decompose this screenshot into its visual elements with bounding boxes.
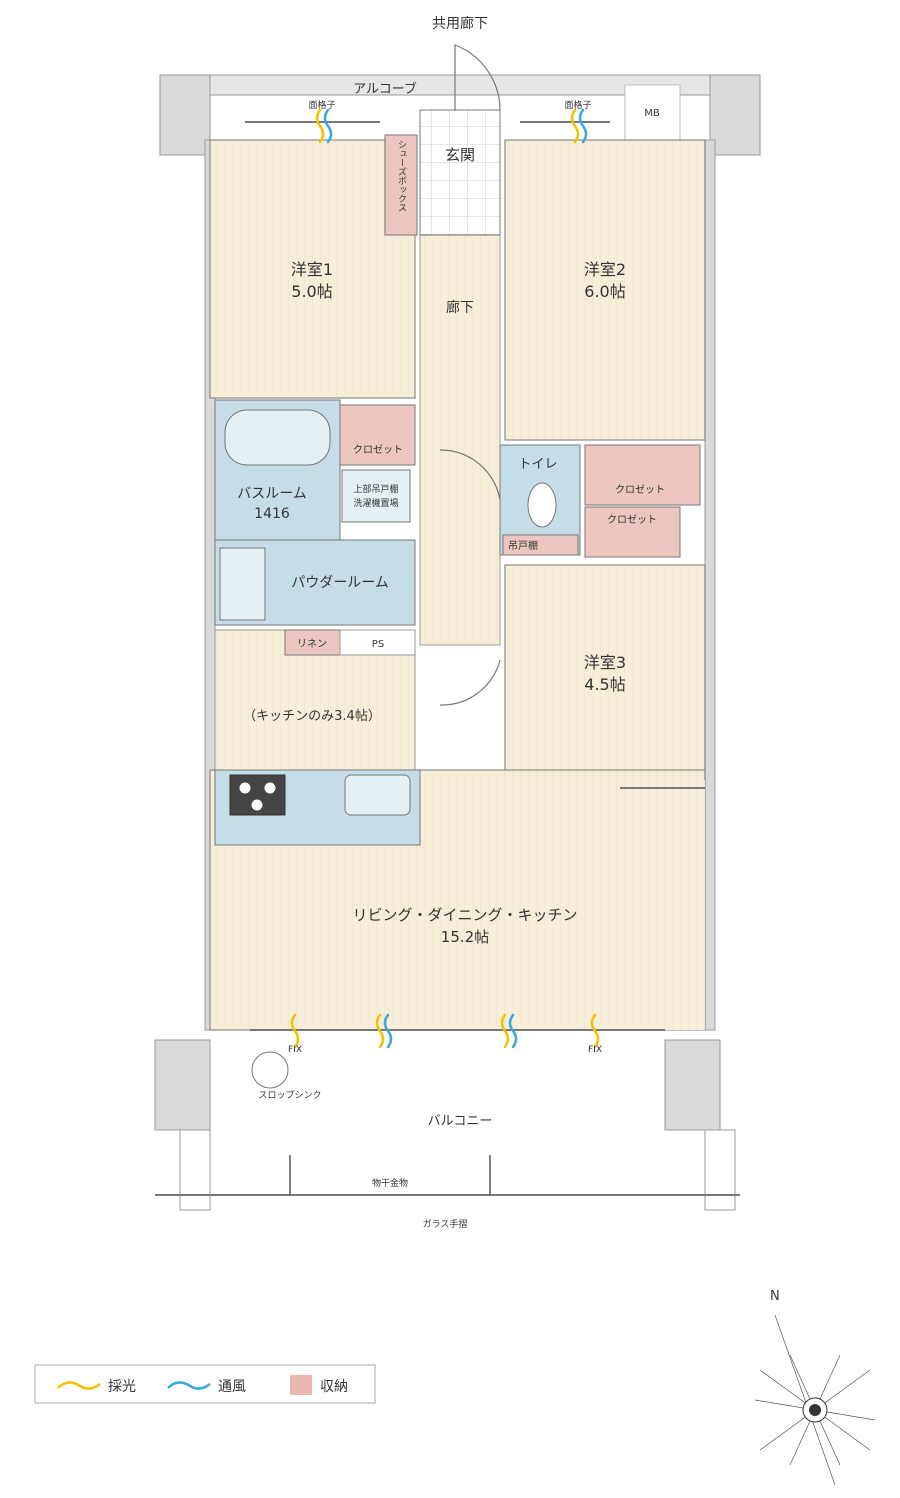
label-corridor: 廊下 (446, 299, 474, 316)
label-fix-right: FIX (588, 1045, 602, 1055)
legend-wind-icon (167, 1381, 211, 1390)
label-ldk-size: 15.2帖 (441, 928, 489, 946)
kitchen-sink-icon (344, 774, 411, 816)
label-washer-line1: 上部吊戸棚 (353, 483, 398, 495)
ventilation-light-markers (290, 108, 600, 1049)
washbasin (219, 547, 266, 621)
legend-light-label: 採光 (108, 1379, 136, 1395)
doors (439, 44, 501, 706)
western-room-3 (504, 564, 706, 781)
label-shoe-box: シューズボックス (396, 140, 407, 212)
legend-light-icon (57, 1381, 101, 1390)
legend-wind-label: 通風 (218, 1379, 246, 1395)
label-ldk-name: リビング・ダイニング・キッチン (352, 906, 577, 924)
compass-icon (754, 1314, 876, 1486)
label-closet-b: クロゼット (607, 514, 657, 526)
legend-storage-swatch (290, 1375, 312, 1395)
label-kitchen-only: （キッチンのみ3.4帖） (243, 709, 381, 724)
linen-cabinet (284, 629, 341, 656)
label-bathroom-name: バスルーム (237, 486, 307, 502)
legend-box (34, 1364, 376, 1404)
hanging-shelf (502, 534, 579, 556)
closet-b (584, 506, 681, 558)
shoe-box (384, 134, 418, 236)
slop-sink-icon (251, 1051, 289, 1089)
label-bathroom-size: 1416 (254, 506, 290, 522)
entrance (419, 109, 501, 236)
label-window-grille-left: 面格子 (308, 99, 335, 111)
closet-bath (339, 404, 416, 466)
label-linen: リネン (297, 638, 327, 650)
label-closet-a: クロゼット (615, 484, 665, 496)
toilet-bowl (527, 482, 557, 528)
outer-structure (154, 74, 761, 1211)
label-western3-size: 4.5帖 (584, 675, 625, 694)
label-western1-name: 洋室1 (291, 260, 333, 279)
label-closet-bath: クロゼット (353, 444, 403, 456)
label-entrance: 玄関 (445, 146, 475, 164)
label-western1-size: 5.0帖 (291, 282, 332, 301)
western-room-1 (209, 139, 416, 399)
label-balcony: バルコニー (428, 1114, 493, 1129)
label-hanging-shelf: 吊戸棚 (508, 539, 538, 552)
label-north: N (770, 1289, 780, 1304)
washer-space (341, 469, 411, 523)
drying-hardware (289, 1155, 491, 1195)
western-room-2 (504, 139, 706, 441)
label-alcove: アルコーブ (353, 81, 417, 97)
label-toilet: トイレ (518, 457, 557, 472)
legend-storage-label: 収納 (320, 1379, 348, 1395)
label-powder-room: パウダールーム (291, 575, 389, 591)
label-western2-size: 6.0帖 (584, 282, 625, 301)
label-mb: MB (644, 108, 660, 119)
label-glass-railing: ガラス手摺 (423, 1218, 468, 1230)
ps-shaft (339, 629, 416, 656)
label-drying-hardware: 物干金物 (372, 1177, 408, 1189)
label-ps: PS (372, 639, 384, 650)
hallway (419, 234, 501, 646)
label-fix-left: FIX (288, 1045, 302, 1055)
windows (155, 121, 740, 1196)
label-washer-line2: 洗濯機置場 (353, 497, 398, 509)
label-window-grille-right: 面格子 (564, 99, 591, 111)
label-western3-name: 洋室3 (584, 653, 626, 672)
mb-box (624, 84, 681, 146)
closet-a (584, 444, 701, 506)
label-common-corridor: 共用廊下 (432, 15, 488, 32)
label-slop-sink: スロップシンク (258, 1090, 321, 1101)
bathtub (224, 409, 331, 466)
label-western2-name: 洋室2 (584, 260, 626, 279)
